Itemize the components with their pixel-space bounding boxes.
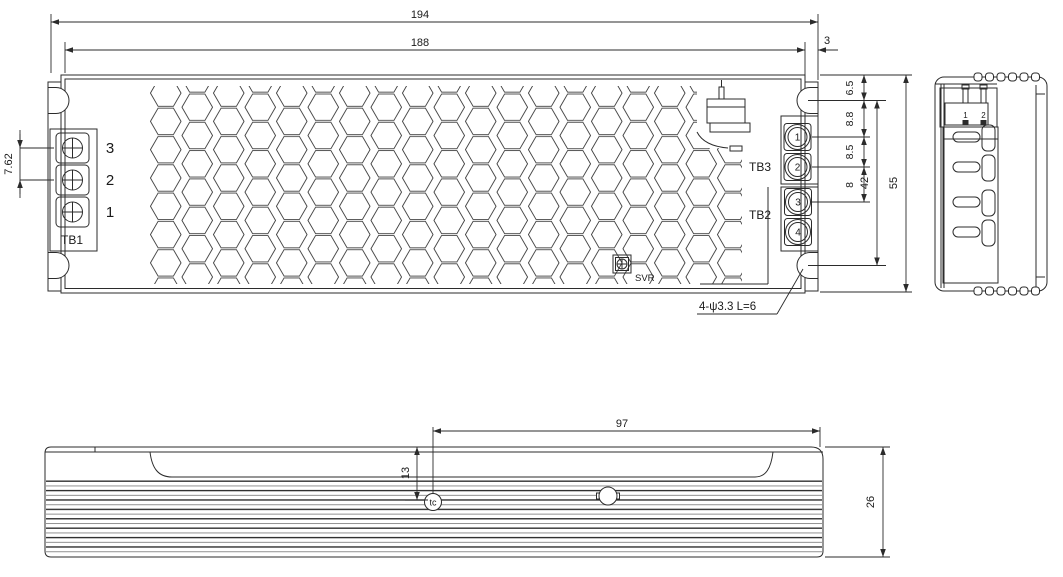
output-terminal-label-3: 3 (795, 198, 801, 209)
dim-overall-height: 55 (888, 177, 900, 189)
bottom-fins (46, 480, 822, 554)
dim-tc-offset: 13 (400, 467, 412, 479)
bottom-view-texts: 97 13 26 tc (400, 418, 877, 508)
dim-body-width: 188 (411, 37, 429, 49)
output-terminal-3 (785, 189, 811, 215)
output-terminal-label-4: 4 (795, 228, 801, 239)
side-view (934, 72, 1048, 296)
mounting-note: 4-ψ3.3 L=6 (699, 301, 756, 313)
mounting-hole (596, 486, 620, 506)
top-view-labels: 3 2 1 TB1 TB3 TB2 1 2 3 4 SVR (61, 133, 801, 285)
dim-depth: 26 (865, 496, 877, 508)
mounting-slot-bottom-right (796, 252, 819, 279)
mounting-slot-top-right (796, 87, 819, 114)
output-terminal-label-1: 1 (795, 133, 801, 144)
tb1-terminal-label-2: 2 (106, 172, 114, 189)
vent-hex-pattern (150, 86, 742, 284)
dim-overall-width: 194 (411, 9, 429, 21)
internal-connector (696, 80, 769, 285)
tb1-terminal-label-3: 3 (106, 140, 114, 157)
bottom-view-dimensions (405, 427, 890, 558)
dim-terminal-pitch-2: 8.5 (844, 145, 856, 160)
tb3-label: TB3 (749, 160, 771, 174)
tb1-terminal-label-1: 1 (106, 204, 114, 221)
top-view (47, 74, 819, 294)
svr-potentiometer (612, 254, 632, 274)
dim-terminal-pitch-1: 8.8 (844, 112, 856, 127)
mounting-slot-bottom-left (47, 252, 70, 279)
side-pin-label-1: 1 (963, 111, 968, 120)
side-pin-label-2: 2 (981, 111, 986, 120)
output-terminal-1 (784, 124, 811, 150)
dim-flange-offset: 3 (824, 35, 830, 47)
tb1-block (49, 128, 98, 252)
output-terminal-4 (785, 219, 811, 245)
left-flange (47, 81, 62, 292)
bottom-view (44, 446, 824, 558)
side-outline (934, 76, 1048, 292)
mounting-slot-top-left (47, 87, 70, 114)
output-terminal-2 (784, 154, 811, 180)
bottom-recess (149, 451, 774, 478)
side-view-labels: 1 2 (963, 111, 986, 120)
output-terminal-strips (780, 115, 819, 252)
output-terminal-label-2: 2 (795, 163, 801, 174)
dim-slot-span: 42 (859, 177, 871, 189)
side-fin-tabs-top (973, 72, 1040, 82)
side-connector (939, 84, 998, 128)
side-fin-tabs-bottom (973, 286, 1040, 296)
tb2-label: TB2 (749, 208, 771, 222)
dim-terminal-pitch-3: 8 (844, 182, 856, 188)
tc-label: tc (429, 498, 437, 508)
svr-label: SVR (635, 273, 655, 284)
top-view-dimensions (17, 14, 912, 315)
side-terminal-block (942, 124, 999, 284)
tb1-label: TB1 (61, 233, 83, 247)
dim-slot-top-offset: 6.5 (844, 81, 856, 96)
dim-hole-offset: 97 (616, 418, 628, 430)
dim-tb1-pitch: 7.62 (3, 153, 15, 174)
top-view-dimension-texts: 194 188 3 7.62 6.5 8.8 8.5 8 42 55 4-ψ3.… (3, 9, 900, 313)
